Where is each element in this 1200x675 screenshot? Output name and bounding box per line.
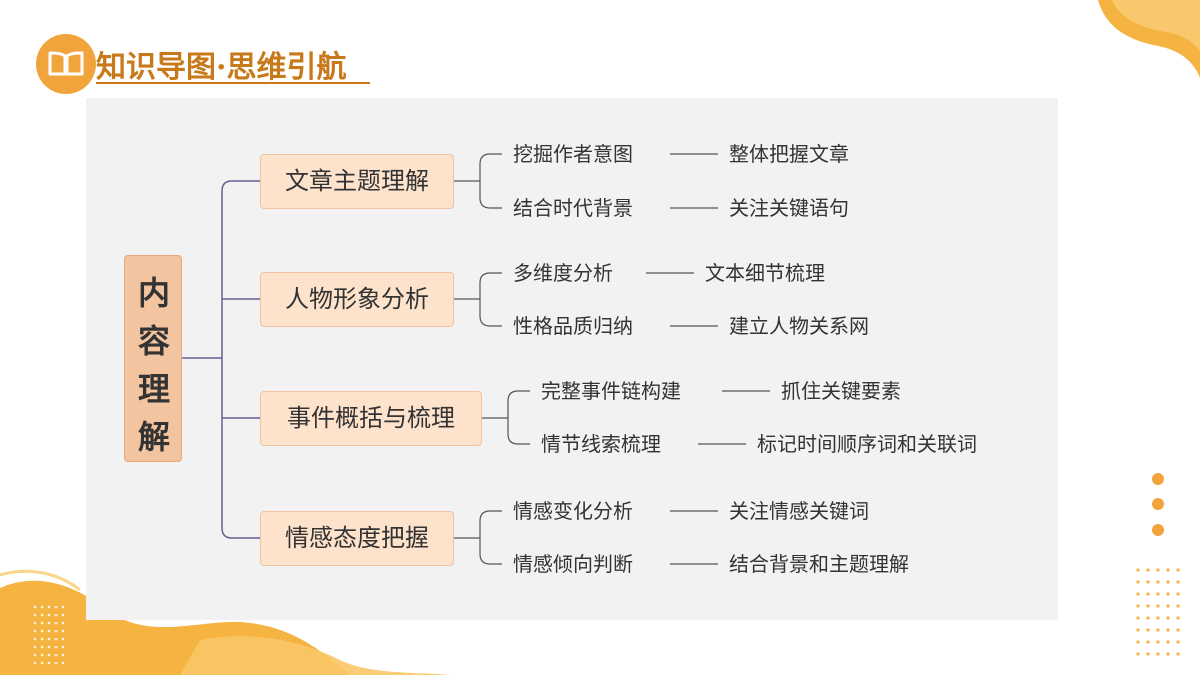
leaf-detail: 抓住关键要素 — [781, 379, 901, 403]
root-char: 内 — [137, 274, 170, 312]
branch-node-character: 人物形象分析 — [260, 272, 454, 327]
page-title: 知识导图·思维引航 — [96, 50, 347, 85]
branch-node-events: 事件概括与梳理 — [260, 391, 482, 446]
root-char: 理 — [137, 370, 170, 408]
book-icon — [36, 34, 96, 94]
branch-node-emotion: 情感态度把握 — [260, 511, 454, 566]
decorative-dot — [1152, 473, 1164, 485]
decorative-dot — [1152, 524, 1164, 536]
leaf-item: 结合时代背景 — [513, 196, 633, 220]
leaf-detail: 建立人物关系网 — [729, 314, 869, 338]
leaf-item: 挖掘作者意图 — [513, 142, 633, 166]
root-node: 内 容 理 解 — [124, 255, 182, 462]
leaf-item: 多维度分析 — [513, 261, 613, 285]
branch-node-theme: 文章主题理解 — [260, 154, 454, 209]
leaf-detail: 关注情感关键词 — [729, 499, 869, 523]
root-char: 容 — [137, 322, 170, 360]
leaf-detail: 文本细节梳理 — [705, 261, 825, 285]
mindmap-panel — [86, 98, 1058, 620]
leaf-item: 情感变化分析 — [513, 499, 633, 523]
leaf-detail: 关注关键语句 — [729, 196, 849, 220]
root-char: 解 — [137, 418, 170, 456]
leaf-item: 情节线索梳理 — [541, 432, 661, 456]
dot-grid-right-decoration — [1136, 568, 1180, 656]
leaf-item: 性格品质归纳 — [513, 314, 633, 338]
leaf-detail: 标记时间顺序词和关联词 — [757, 432, 977, 456]
decorative-dot — [1152, 498, 1164, 510]
leaf-detail: 整体把握文章 — [729, 142, 849, 166]
leaf-item: 完整事件链构建 — [541, 379, 681, 403]
leaf-detail: 结合背景和主题理解 — [729, 552, 909, 576]
leaf-item: 情感倾向判断 — [513, 552, 633, 576]
title-underline — [96, 82, 370, 84]
dot-grid-left-decoration — [33, 605, 65, 665]
